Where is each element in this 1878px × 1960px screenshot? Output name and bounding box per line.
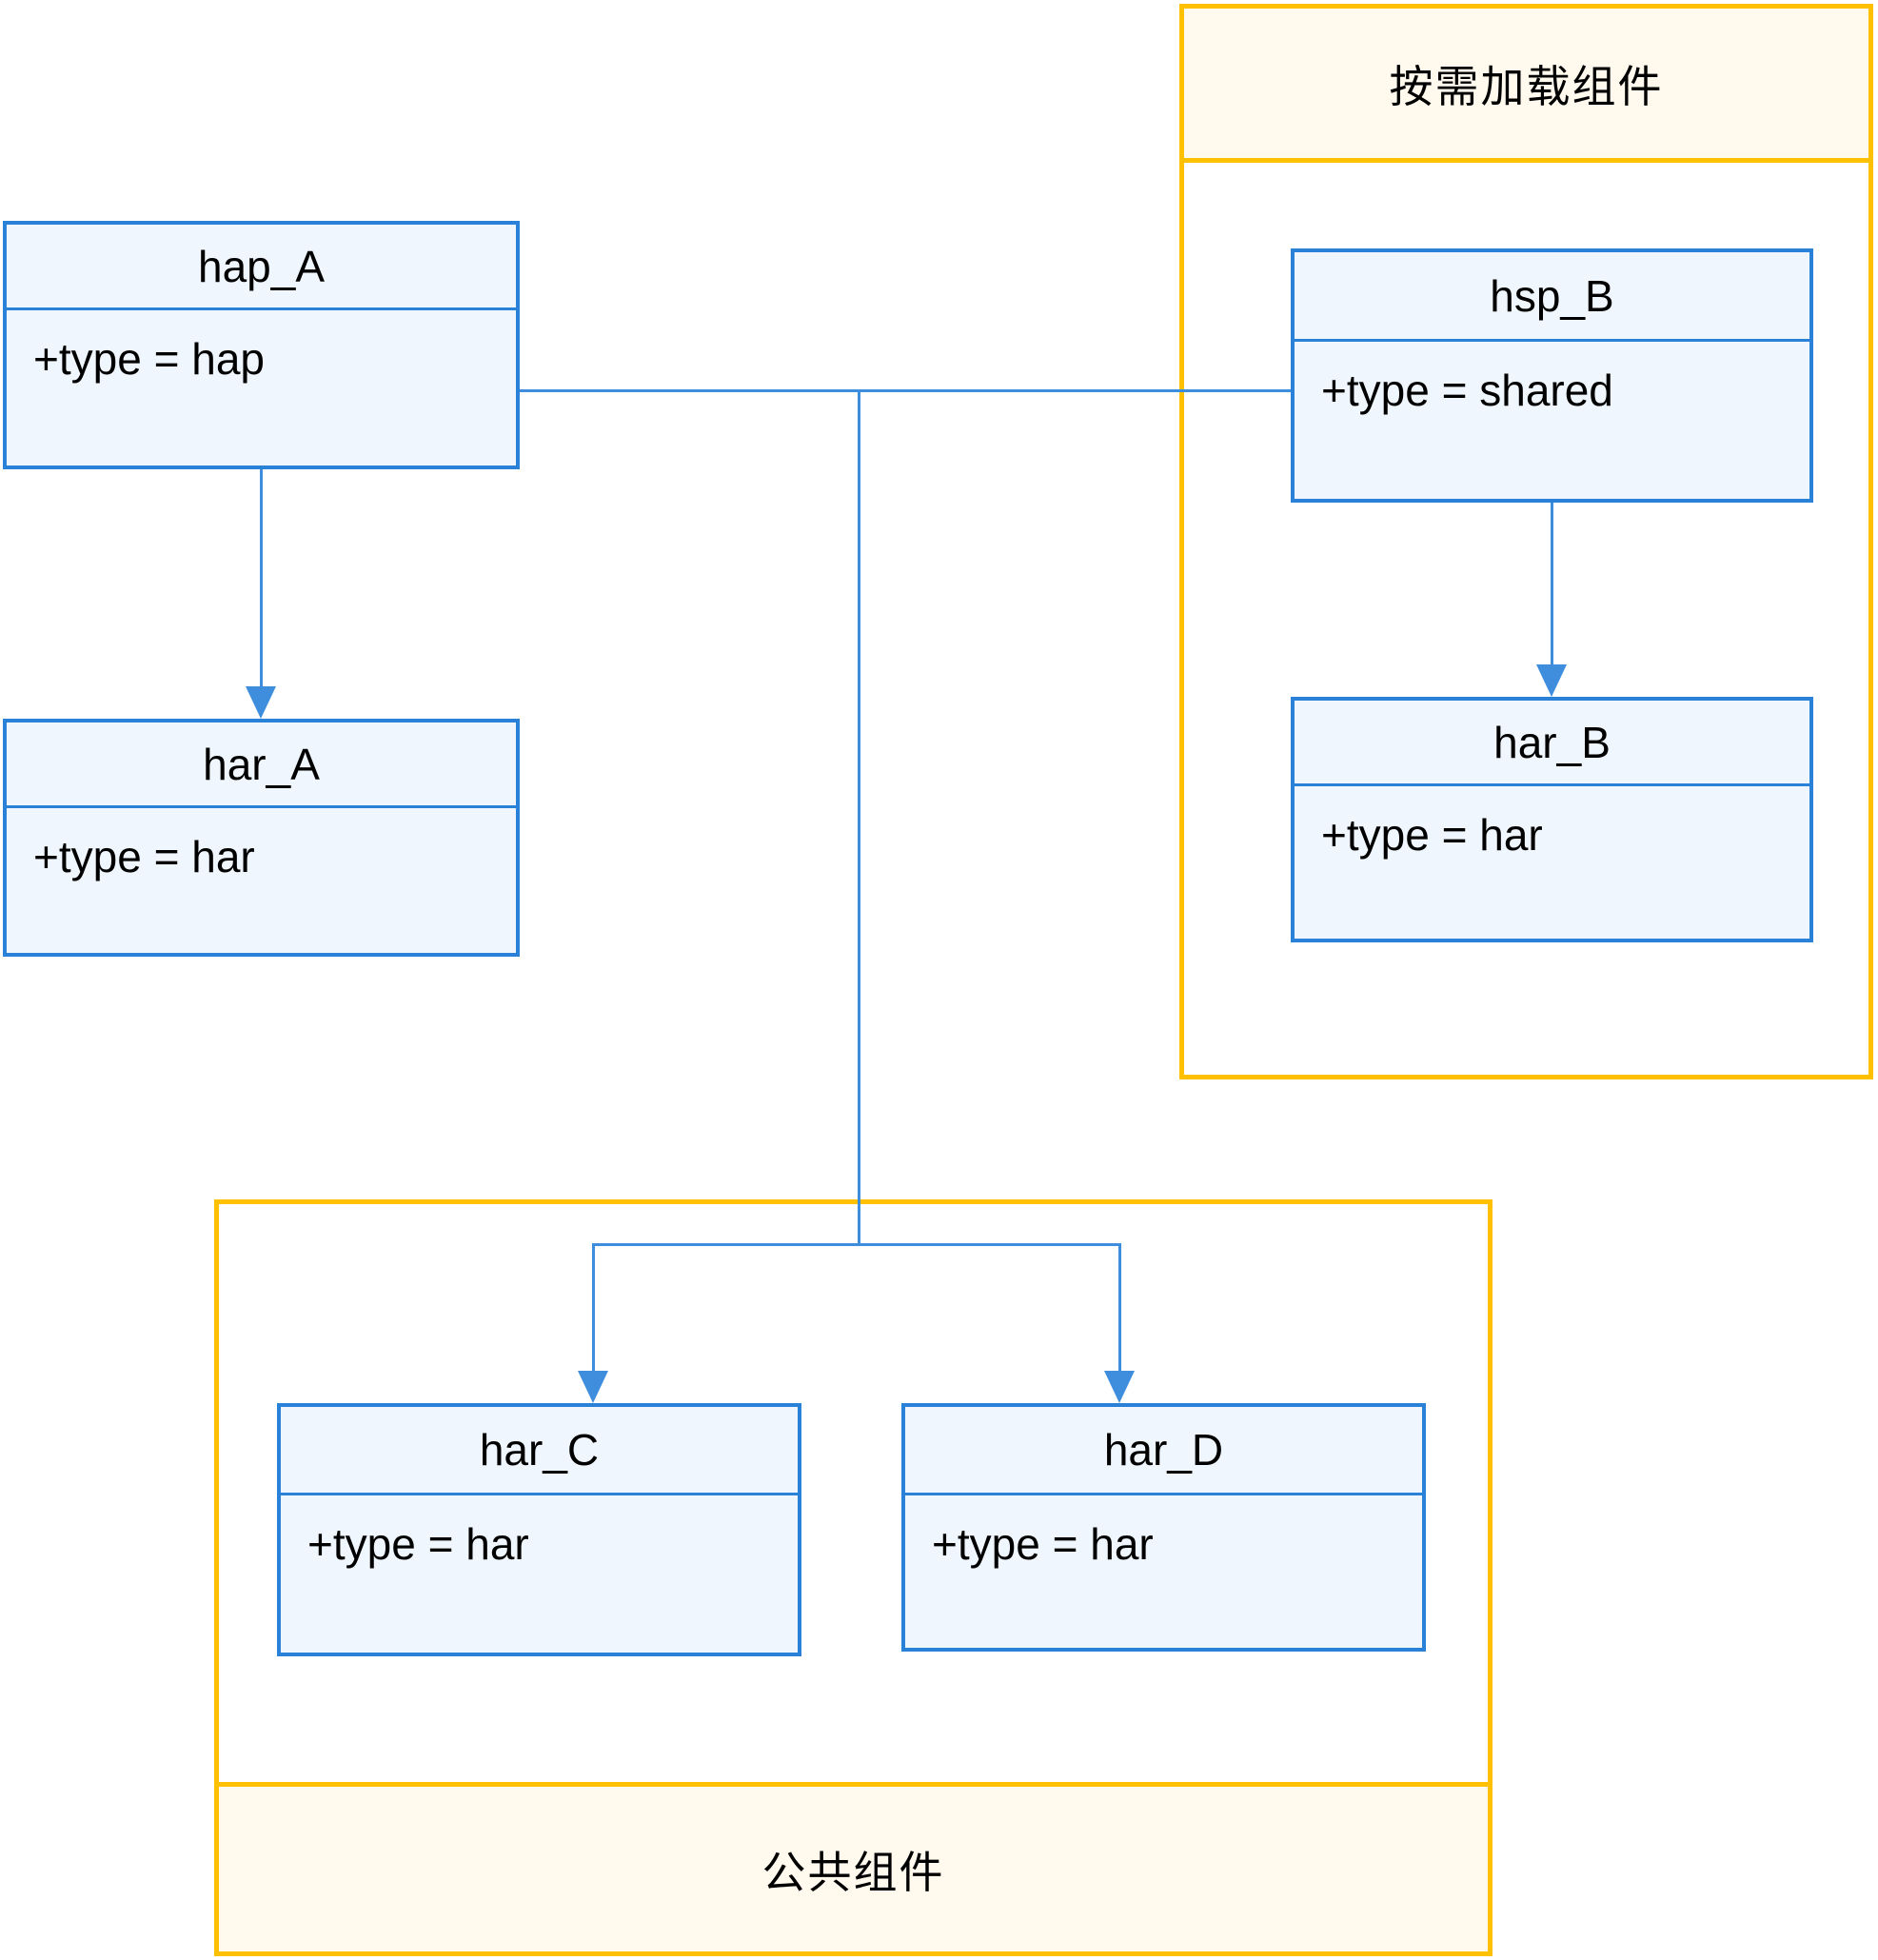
group-on-demand-loading: 按需加载组件: [1179, 4, 1873, 1079]
connector-fork-to-harC: [592, 1243, 595, 1375]
group-on-demand-header-band: 按需加载组件: [1184, 9, 1868, 163]
node-har-B-title: har_B: [1295, 701, 1809, 786]
node-hap-A-attribute: +type = hap: [33, 334, 265, 384]
group-common: 公共组件: [214, 1199, 1493, 1956]
connector-hapA-harA: [260, 469, 263, 688]
arrowhead-to-harD-icon: [1104, 1371, 1135, 1403]
node-hap-A-title: hap_A: [7, 225, 516, 310]
group-common-label: 公共组件: [761, 1847, 945, 1897]
node-hsp-B: hsp_B +type = shared: [1291, 248, 1813, 503]
node-har-D-title: har_D: [905, 1407, 1422, 1495]
node-har-A-attribute: +type = har: [33, 832, 255, 881]
node-har-A-title: har_A: [7, 723, 516, 808]
arrowhead-to-harA-icon: [246, 686, 276, 719]
node-har-A: har_A +type = har: [3, 719, 520, 957]
node-har-D: har_D +type = har: [901, 1403, 1426, 1652]
arrowhead-to-harB-icon: [1536, 664, 1567, 697]
node-har-C-attribute: +type = har: [307, 1519, 529, 1569]
group-common-footer-band: 公共组件: [219, 1782, 1488, 1951]
node-har-C: har_C +type = har: [277, 1403, 801, 1656]
node-hap-A: hap_A +type = hap: [3, 221, 520, 469]
node-hsp-B-attribute: +type = shared: [1321, 366, 1613, 415]
arrowhead-to-harC-icon: [578, 1371, 608, 1403]
node-har-C-title: har_C: [281, 1407, 798, 1495]
connector-hapA-hspB: [520, 389, 1291, 392]
node-hsp-B-title: hsp_B: [1295, 252, 1809, 342]
node-har-D-attribute: +type = har: [932, 1519, 1154, 1569]
connector-fork-to-harD: [1118, 1243, 1121, 1375]
node-har-B-attribute: +type = har: [1321, 810, 1543, 860]
node-har-B: har_B +type = har: [1291, 697, 1813, 942]
connector-fork-horizontal: [592, 1243, 1121, 1246]
connector-hspB-harB: [1551, 503, 1553, 666]
connector-branch-vertical: [858, 389, 860, 1245]
group-on-demand-label: 按需加载组件: [1389, 61, 1664, 111]
